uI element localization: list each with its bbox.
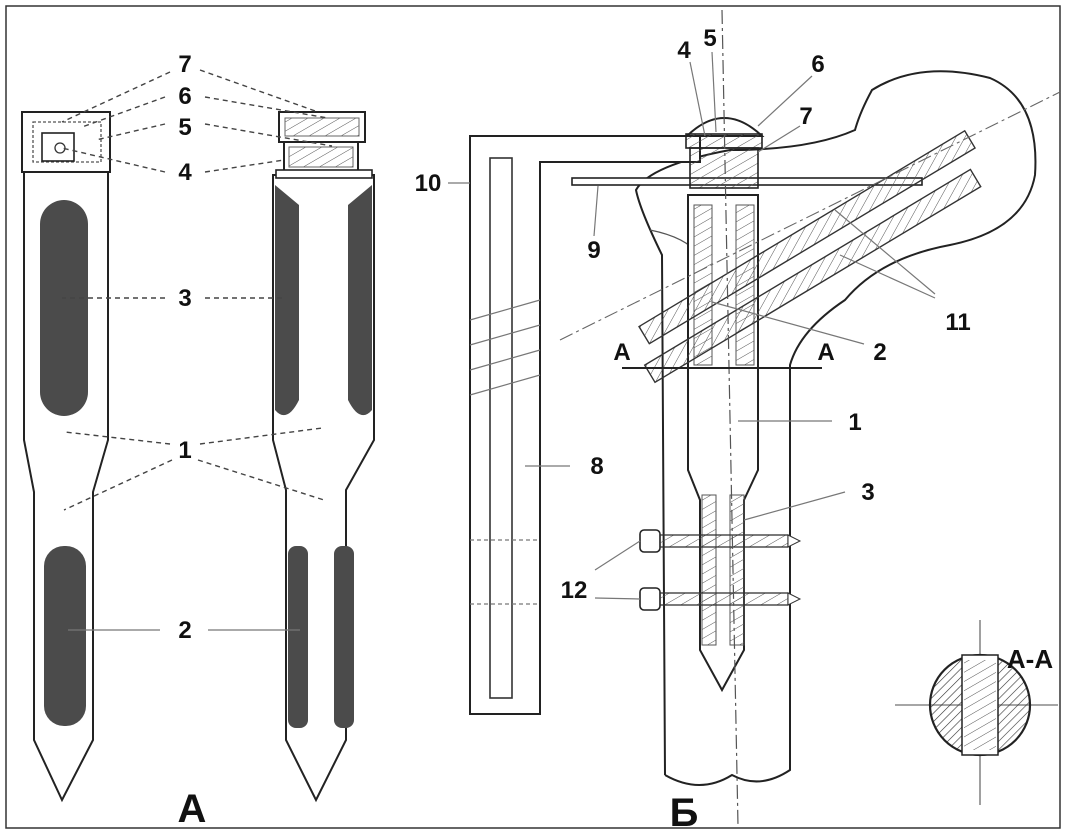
section-a-a-drawing [895,620,1058,805]
label-b-5: 5 [703,25,716,52]
label-b-4: 4 [677,37,691,64]
nail-front-slot-lower [44,546,86,726]
label-a-2: 2 [178,617,191,644]
label-a-1: 1 [178,437,191,464]
nail-side-slot-upper-right [348,185,372,416]
frame-border [5,5,1061,829]
panel-a-drawing [21,69,375,803]
label-a-6: 6 [178,83,191,110]
nail-front-slot-upper [40,200,88,416]
label-b-9: 9 [587,237,600,264]
panel-b-drawing [448,9,1061,827]
label-b-10: 10 [415,170,442,197]
label-b-8: 8 [590,453,603,480]
label-a-4: 4 [178,159,192,186]
label-a-7: 7 [178,51,191,78]
neck-screws-11 [638,129,982,384]
cut-label-right: А [817,339,834,366]
locking-screws-12 [639,529,802,611]
label-b-6: 6 [811,51,824,78]
label-b-3: 3 [861,479,874,506]
cut-label-left: А [613,339,630,366]
label-b-11: 11 [945,309,970,336]
panel-label-a: А [178,787,207,831]
label-b-2: 2 [873,339,886,366]
guide-frame-8-10 [469,135,701,715]
labels: 7 6 5 4 3 1 2 4 5 6 7 10 9 11 2 1 8 3 12… [178,25,1054,834]
nail-side-slot-upper-left [275,185,299,416]
label-a-3: 3 [178,285,191,312]
label-a-5: 5 [178,114,191,141]
label-b-7: 7 [799,103,812,130]
label-b-12: 12 [561,577,588,604]
section-title: А-А [1007,644,1053,674]
panel-label-b: Б [670,791,699,834]
label-b-1: 1 [848,409,861,436]
